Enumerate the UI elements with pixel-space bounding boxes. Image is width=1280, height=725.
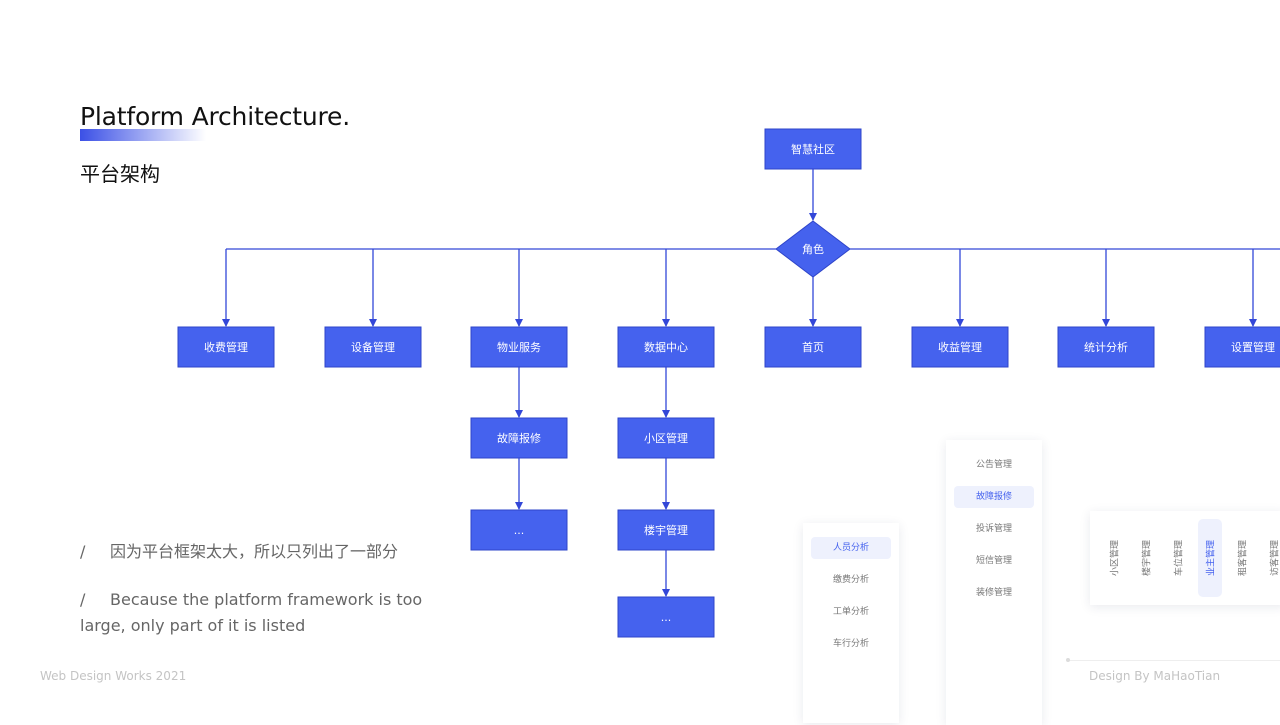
node-module-3-label: 物业服务	[497, 340, 541, 354]
arrow-module	[1249, 319, 1257, 327]
analysis-menu-item[interactable]: 人员分析	[811, 537, 891, 559]
footer-left-text: Web Design Works 2021	[40, 669, 186, 683]
arrow-module	[662, 319, 670, 327]
node-module-7-label: 统计分析	[1084, 340, 1128, 354]
node-module-1-label: 收费管理	[204, 340, 248, 354]
node-module-4-label: 数据中心	[644, 340, 688, 354]
vertical-tab-label: 楼宇管理	[1140, 540, 1153, 576]
arrow-child	[515, 502, 523, 510]
vertical-tab[interactable]: 车位管理	[1166, 519, 1190, 597]
vertical-tab-label: 车位管理	[1172, 540, 1185, 576]
node-module-8-label: 设置管理	[1231, 340, 1275, 354]
arrow-child	[515, 410, 523, 418]
vertical-tab-label: 小区管理	[1108, 540, 1121, 576]
analysis-menu-panel: 人员分析缴费分析工单分析车行分析	[803, 523, 899, 723]
arrow-module	[222, 319, 230, 327]
vertical-tab[interactable]: 业主管理	[1198, 519, 1222, 597]
footer-right-text: Design By MaHaoTian	[1089, 669, 1220, 683]
node-root-label: 智慧社区	[791, 142, 835, 156]
arrow-child	[662, 589, 670, 597]
arrow-root-role	[809, 213, 817, 221]
vertical-tab-label: 业主管理	[1204, 540, 1217, 576]
node-shuju-child-1-label: 小区管理	[644, 431, 688, 445]
service-menu-panel: 公告管理故障报修投诉管理短信管理装修管理	[946, 440, 1042, 725]
node-wuye-child-2-label: ...	[514, 524, 525, 537]
node-module-2-label: 设备管理	[351, 340, 395, 354]
footer-divider-dot	[1066, 658, 1070, 662]
node-module-6-label: 收益管理	[938, 340, 982, 354]
vertical-tab-label: 租客管理	[1236, 540, 1249, 576]
node-shuju-child-2-label: 楼宇管理	[644, 523, 688, 537]
node-module-5-label: 首页	[802, 340, 824, 354]
vertical-tab[interactable]: 访客管理	[1262, 519, 1280, 597]
vertical-tab-label: 访客管理	[1268, 540, 1280, 576]
vertical-tab[interactable]: 楼宇管理	[1134, 519, 1158, 597]
vertical-tabs-panel: 小区管理 楼宇管理 车位管理 业主管理 租客管理 访客管理	[1090, 511, 1280, 605]
service-menu-item[interactable]: 投诉管理	[954, 518, 1034, 540]
node-wuye-child-1-label: 故障报修	[497, 431, 541, 445]
node-role-label: 角色	[802, 242, 824, 256]
arrow-child	[662, 410, 670, 418]
node-shuju-child-3-label: ...	[661, 611, 672, 624]
analysis-menu-item[interactable]: 车行分析	[811, 633, 891, 655]
analysis-menu-item[interactable]: 缴费分析	[811, 569, 891, 591]
vertical-tab[interactable]: 租客管理	[1230, 519, 1254, 597]
arrow-module	[515, 319, 523, 327]
service-menu-item[interactable]: 装修管理	[954, 582, 1034, 604]
arrow-module	[369, 319, 377, 327]
footer-divider	[1068, 660, 1280, 661]
service-menu-item[interactable]: 短信管理	[954, 550, 1034, 572]
arrow-child	[662, 502, 670, 510]
vertical-tab[interactable]: 小区管理	[1102, 519, 1126, 597]
arrow-module	[956, 319, 964, 327]
analysis-menu-item[interactable]: 工单分析	[811, 601, 891, 623]
service-menu-item[interactable]: 公告管理	[954, 454, 1034, 476]
service-menu-item[interactable]: 故障报修	[954, 486, 1034, 508]
arrow-module	[809, 319, 817, 327]
arrow-module	[1102, 319, 1110, 327]
